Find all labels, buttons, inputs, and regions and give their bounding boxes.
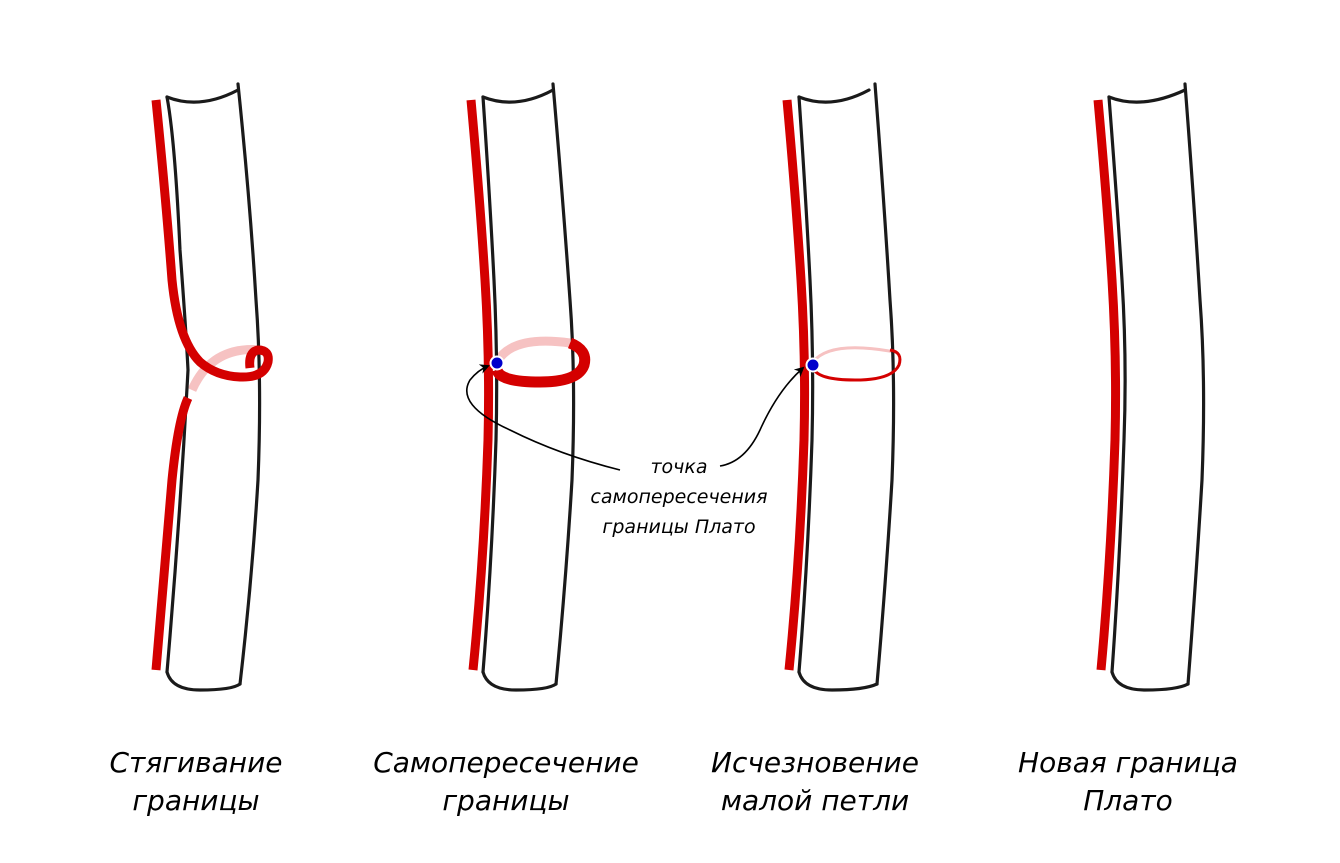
caption-panel2-line2: границы (442, 784, 569, 817)
annotation-line3: границы Плато (602, 516, 755, 538)
tube-left-edge (165, 95, 190, 674)
caption-panel1-line1: Стягивание (109, 746, 282, 779)
annotation-arrow-right (719, 366, 805, 467)
boundary-upper (151, 99, 273, 382)
caption-panel3-line2: малой петли (721, 784, 909, 817)
tube-right-edge (873, 82, 896, 686)
annotation: точка самопересечения границы Плато (466, 364, 805, 538)
caption-panel3-line1: Исчезновение (711, 746, 919, 779)
tube-bottom-cap (481, 670, 558, 692)
self-intersection-point (805, 357, 821, 373)
tube-top-cap (1107, 88, 1187, 104)
tube-top-cap (165, 88, 240, 104)
caption-panel4-line1: Новая граница (1018, 746, 1238, 779)
tube-right-edge (1183, 82, 1206, 686)
panel-self-intersection (466, 82, 591, 692)
tube-top-cap (797, 88, 871, 104)
caption-panel4-line2: Плато (1083, 784, 1173, 817)
boundary-lower (151, 396, 193, 671)
tube-bottom-cap (797, 670, 879, 692)
panel-loop-vanishing (782, 82, 902, 692)
caption-panel1-line2: границы (132, 784, 259, 817)
tube-left-edge (1107, 95, 1127, 674)
tube-right-edge (236, 82, 262, 686)
captions: Стягивание границы Самопересечение грани… (109, 746, 1237, 817)
boundary-small-loop (811, 348, 902, 382)
annotation-line1: точка (650, 456, 707, 478)
tube-right-edge (551, 82, 576, 686)
loop-back-faded (493, 336, 571, 365)
boundary-line (466, 99, 494, 671)
annotation-arrow-left (466, 364, 621, 471)
loop-back-faded (811, 346, 896, 363)
boundary-line (1093, 99, 1121, 671)
boundary-line (782, 99, 810, 671)
tube-bottom-cap (165, 670, 242, 692)
tube-top-cap (481, 88, 555, 104)
panel-contraction (151, 82, 273, 692)
tube-bottom-cap (1110, 670, 1190, 692)
boundary-loop (491, 337, 591, 388)
panel-new-boundary (1093, 82, 1206, 692)
self-intersection-point (489, 355, 505, 371)
annotation-line2: самопересечения (590, 486, 767, 508)
caption-panel2-line1: Самопересечение (373, 746, 639, 779)
